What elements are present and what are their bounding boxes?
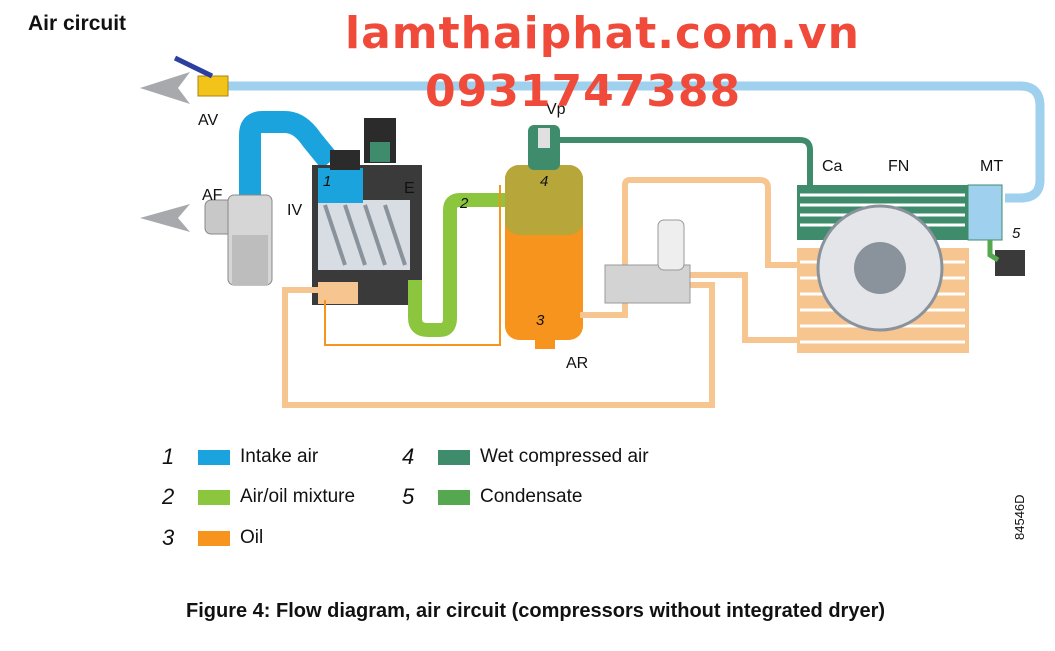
compressor-element bbox=[312, 118, 422, 305]
air-filter bbox=[204, 194, 273, 286]
label-ar: AR bbox=[566, 355, 588, 372]
air-outlet-pipe bbox=[225, 81, 1045, 203]
flow-number-5: 5 bbox=[1012, 225, 1021, 242]
legend-swatch bbox=[438, 449, 470, 465]
oil-line-outer bbox=[282, 282, 715, 408]
cooling-fan bbox=[816, 204, 944, 332]
legend-label: Air/oil mixture bbox=[240, 486, 356, 507]
legend-label: Condensate bbox=[480, 486, 583, 507]
flow-number-2: 2 bbox=[459, 195, 469, 212]
legend-number: 5 bbox=[402, 484, 415, 509]
legend-label: Oil bbox=[240, 527, 264, 548]
label-af: AF bbox=[202, 187, 223, 204]
flow-number-1: 1 bbox=[323, 173, 331, 190]
legend-label: Intake air bbox=[240, 446, 319, 467]
outlet-arrow bbox=[140, 72, 190, 104]
legend-swatch bbox=[198, 530, 230, 546]
legend-swatch bbox=[198, 489, 230, 505]
legend-item-condensate: 5 Condensate bbox=[402, 484, 582, 510]
label-e: E bbox=[404, 180, 415, 197]
drawing-code: 84546D bbox=[1012, 494, 1027, 540]
flow-number-4: 4 bbox=[540, 173, 548, 190]
label-fn: FN bbox=[888, 158, 909, 175]
intake-air-pipe bbox=[239, 111, 339, 205]
legend-item-wet-compressed-air: 4 Wet compressed air bbox=[402, 444, 649, 470]
label-ca: Ca bbox=[822, 158, 843, 175]
label-av: AV bbox=[198, 112, 218, 129]
label-vp: Vp bbox=[546, 101, 566, 118]
watermark-phone: 0931747388 bbox=[425, 66, 742, 117]
legend-number: 1 bbox=[162, 444, 175, 469]
oil-line-top bbox=[580, 177, 800, 318]
legend-swatch bbox=[438, 489, 470, 505]
figure-caption: Figure 4: Flow diagram, air circuit (com… bbox=[186, 600, 886, 622]
av-valve bbox=[173, 55, 229, 97]
condensate-drain bbox=[995, 250, 1025, 276]
legend-item-air-oil-mixture: 2 Air/oil mixture bbox=[162, 484, 355, 510]
legend-swatch bbox=[198, 449, 230, 465]
legend-number: 2 bbox=[162, 484, 175, 509]
oil-separator-vessel bbox=[505, 125, 583, 349]
oil-line-inner bbox=[324, 185, 501, 346]
legend-label: Wet compressed air bbox=[480, 446, 649, 467]
flow-number-3: 3 bbox=[536, 312, 545, 329]
label-mt: MT bbox=[980, 158, 1003, 175]
air-oil-pipe bbox=[408, 193, 510, 337]
legend-item-intake-air: 1 Intake air bbox=[162, 444, 318, 470]
legend-number: 4 bbox=[402, 444, 415, 469]
moisture-trap bbox=[967, 184, 1003, 241]
condensate-pipe bbox=[987, 240, 1000, 263]
wet-air-pipe bbox=[560, 137, 813, 185]
watermark-website: lamthaiphat.com.vn bbox=[345, 8, 860, 59]
label-iv: IV bbox=[287, 202, 302, 219]
legend-item-oil: 3 Oil bbox=[162, 525, 263, 551]
inlet-arrow bbox=[140, 204, 190, 232]
page-title: Air circuit bbox=[28, 12, 127, 35]
legend-number: 3 bbox=[162, 525, 175, 550]
thermostatic-valve bbox=[604, 219, 691, 304]
oil-line-cooler-return bbox=[690, 272, 800, 343]
